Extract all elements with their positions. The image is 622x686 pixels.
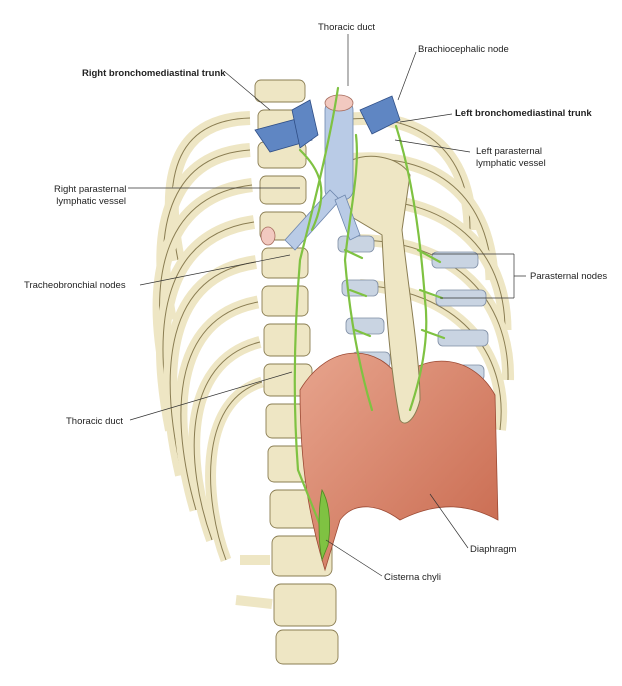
label-thoracic-duct-left: Thoracic duct bbox=[66, 416, 124, 427]
label-cisterna-chyli: Cisterna chyli bbox=[384, 572, 442, 583]
label-tracheobronchial-nodes: Tracheobronchial nodes bbox=[24, 280, 126, 291]
label-right-parasternal-vessel-line2: lymphatic vessel bbox=[56, 196, 126, 207]
label-left-bronchomediastinal-trunk: Left bronchomediastinal trunk bbox=[455, 108, 592, 119]
label-diaphragm: Diaphragm bbox=[470, 544, 517, 555]
label-right-parasternal-vessel-line1: Right parasternal bbox=[54, 184, 127, 195]
lymphatic-vessels bbox=[293, 86, 446, 532]
diaphragm-muscle bbox=[299, 352, 499, 572]
label-left-parasternal-vessel-line2: lymphatic vessel bbox=[476, 158, 546, 169]
label-brachiocephalic-node: Brachiocephalic node bbox=[418, 44, 509, 55]
leader-lines bbox=[128, 34, 526, 577]
veins bbox=[254, 95, 401, 153]
sternum bbox=[339, 155, 421, 424]
label-right-bronchomediastinal-trunk: Right bronchomediastinal trunk bbox=[82, 68, 226, 79]
label-left-parasternal-vessel-line1: Left parasternal bbox=[476, 146, 543, 157]
label-thoracic-duct-top: Thoracic duct bbox=[318, 22, 376, 33]
cisterna-chyli bbox=[318, 488, 330, 562]
ribs-left bbox=[152, 111, 264, 562]
label-parasternal-nodes: Parasternal nodes bbox=[530, 271, 608, 282]
